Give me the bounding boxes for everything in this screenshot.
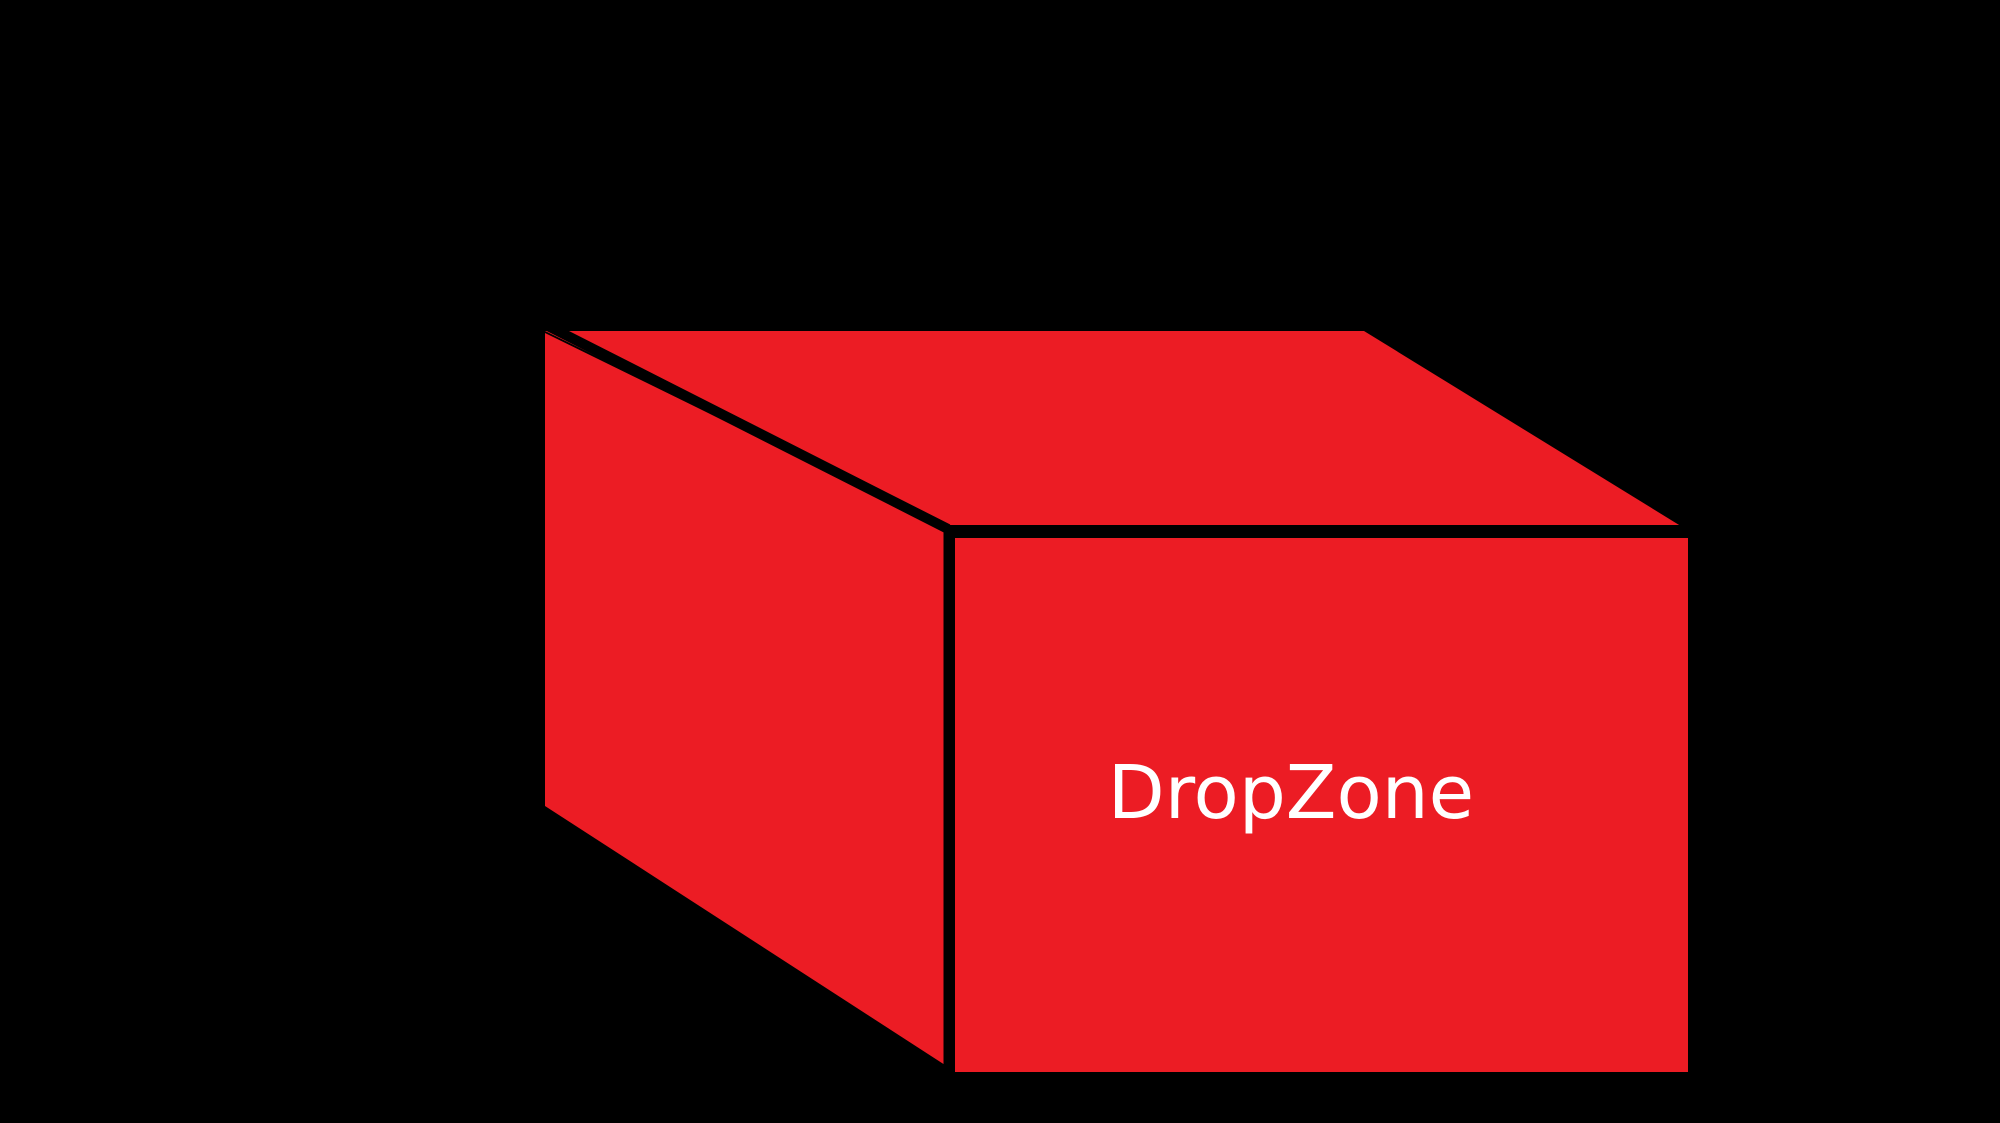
box-edge-diagonal	[545, 321, 951, 534]
box-top-face	[545, 331, 1684, 528]
box-side-face	[545, 333, 945, 1065]
dropzone-label: DropZone	[1108, 750, 1474, 836]
box-front-face	[955, 538, 1688, 1072]
